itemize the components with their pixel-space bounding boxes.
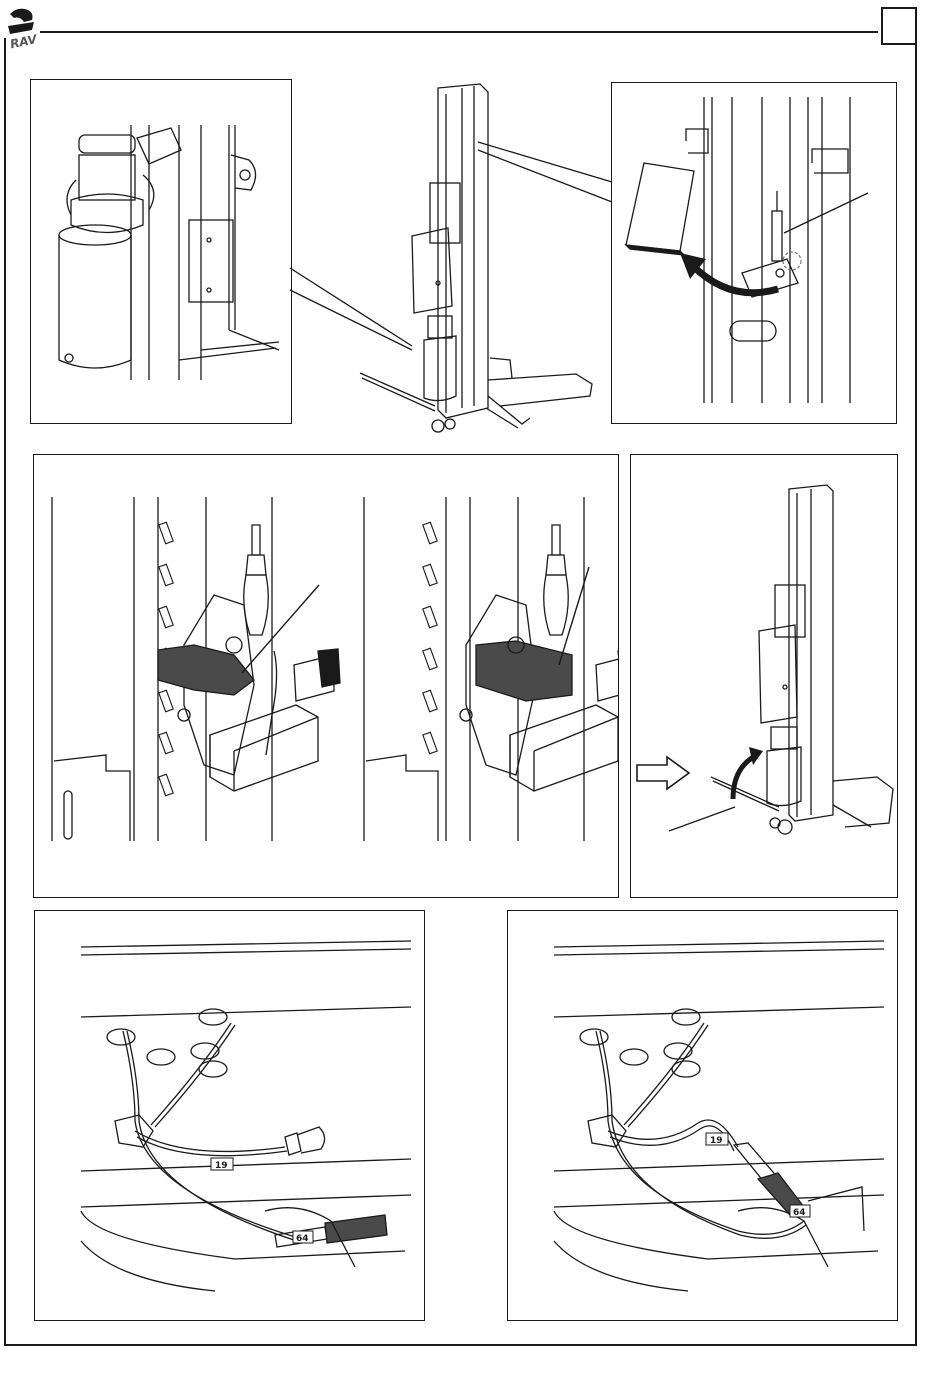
figure-column-lift-overview — [290, 78, 620, 433]
pump-motor-closeup-drawing — [31, 80, 292, 424]
figure-cover-lift — [611, 82, 897, 424]
wire-label-64-connected: 64 — [793, 1208, 806, 1218]
wire-label-64: 64 — [296, 1234, 309, 1244]
figure-valve-bracket-comparison — [33, 454, 619, 898]
wire-label-19: 19 — [215, 1161, 228, 1171]
handle-insert-drawing — [631, 455, 898, 898]
column-lift-drawing — [290, 78, 620, 433]
cable-disconnected-drawing: 19 64 — [35, 911, 425, 1321]
figure-pump-closeup — [30, 79, 292, 424]
figure-cable-connected: 19 64 — [507, 910, 898, 1321]
cover-lift-drawing — [612, 83, 897, 424]
header-rule — [40, 31, 878, 33]
figure-cable-disconnected: 19 64 — [34, 910, 425, 1321]
cable-connected-drawing: 19 64 — [508, 911, 898, 1321]
figure-handle-insert — [630, 454, 898, 898]
wire-label-19-connected: 19 — [710, 1136, 723, 1146]
valve-bracket-drawing — [34, 455, 619, 898]
